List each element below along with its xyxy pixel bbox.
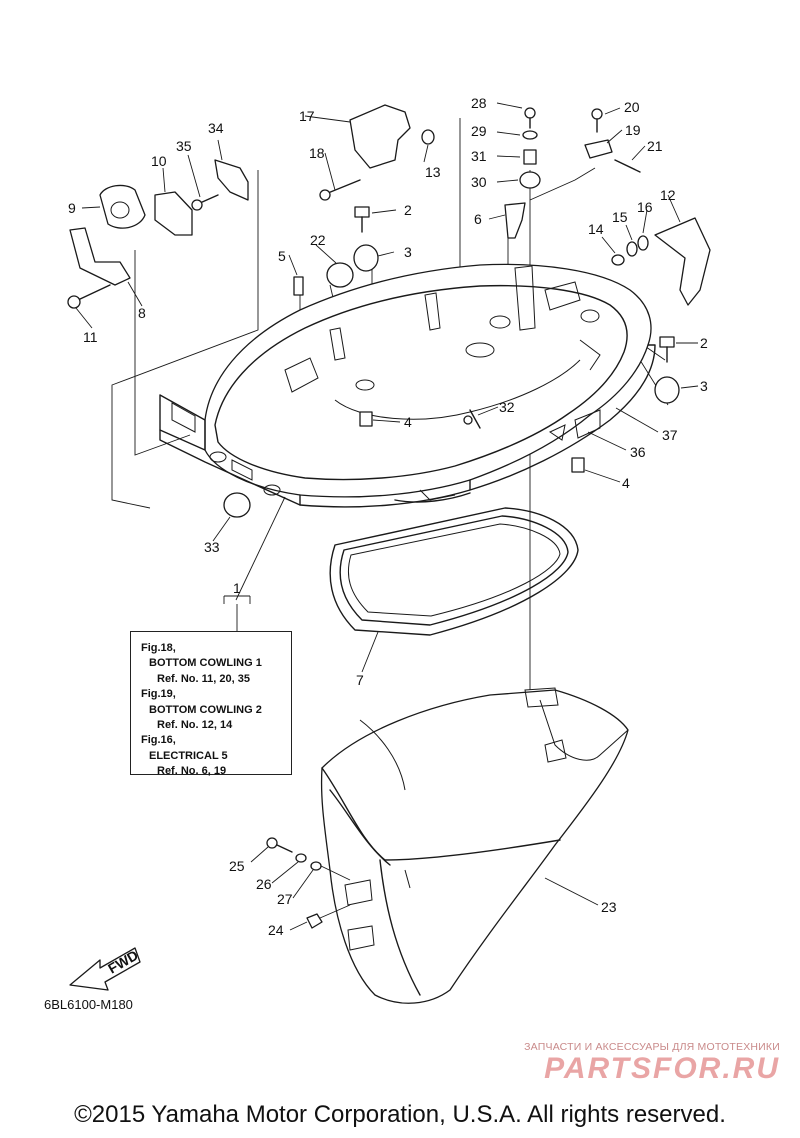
callout-21: 21 — [647, 138, 663, 154]
callout-30: 30 — [471, 174, 487, 190]
copyright-notice: ©2015 Yamaha Motor Corporation, U.S.A. A… — [74, 1101, 726, 1128]
ref-fig16: Fig.16, — [141, 734, 176, 747]
ref-bottom-cowling-1: BOTTOM COWLING 1 — [149, 657, 262, 670]
callout-37: 37 — [662, 427, 678, 443]
callout-28: 28 — [471, 95, 487, 111]
bottom-cowling — [159, 263, 656, 508]
callout-18: 18 — [309, 145, 325, 161]
callout-36: 36 — [630, 444, 646, 460]
callout-2b: 2 — [700, 335, 708, 351]
callout-25: 25 — [229, 858, 245, 874]
watermark-tagline: ЗАПЧАСТИ И АКСЕССУАРЫ ДЛЯ МОТОТЕХНИКИ — [524, 1041, 780, 1053]
callout-8: 8 — [138, 305, 146, 321]
callout-1: 1 — [233, 580, 241, 596]
callout-15: 15 — [612, 209, 628, 225]
callout-26: 26 — [256, 876, 272, 892]
callout-3a: 3 — [404, 244, 412, 260]
callout-23: 23 — [601, 899, 617, 915]
callout-9: 9 — [68, 200, 76, 216]
callout-6: 6 — [474, 211, 482, 227]
ref-fig18-numbers: Ref. No. 11, 20, 35 — [157, 672, 250, 685]
callout-24: 24 — [268, 922, 284, 938]
callout-29: 29 — [471, 123, 487, 139]
ref-fig19: Fig.19, — [141, 688, 176, 701]
ref-fig19-numbers: Ref. No. 12, 14 — [157, 719, 233, 732]
callout-22: 22 — [310, 232, 326, 248]
callout-2a: 2 — [404, 202, 412, 218]
callout-16: 16 — [637, 199, 653, 215]
callout-numbers: 28 29 31 30 6 20 19 21 12 15 16 14 17 18… — [68, 95, 708, 938]
fwd-arrow: FWD — [69, 947, 141, 991]
callout-34: 34 — [208, 120, 224, 136]
callout-7: 7 — [356, 672, 364, 688]
small-parts — [67, 104, 711, 929]
callout-13: 13 — [425, 164, 441, 180]
watermark: ЗАПЧАСТИ И АКСЕССУАРЫ ДЛЯ МОТОТЕХНИКИ PA… — [490, 1041, 780, 1085]
callout-31: 31 — [471, 148, 487, 164]
ref-bottom-cowling-2: BOTTOM COWLING 2 — [149, 703, 262, 716]
callout-33: 33 — [204, 539, 220, 555]
callout-35: 35 — [176, 138, 192, 154]
callout-17: 17 — [299, 108, 315, 124]
ref-fig16-numbers: Ref. No. 6, 19 — [157, 765, 227, 778]
callout-4b: 4 — [622, 475, 630, 491]
callout-12: 12 — [660, 187, 676, 203]
callout-27: 27 — [277, 891, 293, 907]
callout-32: 32 — [499, 399, 515, 415]
callout-10: 10 — [151, 153, 167, 169]
callout-20: 20 — [624, 99, 640, 115]
lower-cowling — [320, 687, 629, 1004]
ref-fig18: Fig.18, — [141, 642, 176, 654]
callout-11: 11 — [83, 329, 98, 345]
leader-lines — [75, 102, 699, 931]
callout-14: 14 — [588, 221, 604, 237]
callout-5: 5 — [278, 248, 286, 264]
callout-3b: 3 — [700, 378, 708, 394]
reference-box: Fig.18, BOTTOM COWLING 1 Ref. No. 11, 20… — [130, 631, 292, 777]
diagram-code: 6BL6100-M180 — [44, 997, 133, 1012]
ref-electrical-5: ELECTRICAL 5 — [149, 749, 228, 762]
watermark-logo: PARTSFOR.RU — [544, 1052, 780, 1085]
callout-4a: 4 — [404, 414, 412, 430]
gasket — [329, 507, 579, 636]
callout-19: 19 — [625, 122, 641, 138]
